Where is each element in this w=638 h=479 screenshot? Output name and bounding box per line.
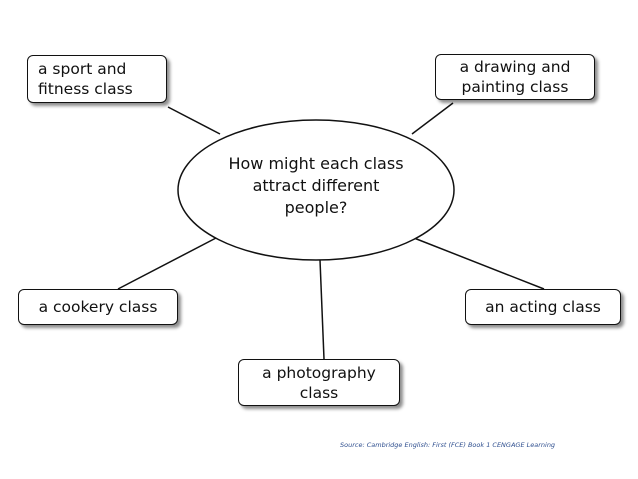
connector-cookery xyxy=(117,237,217,290)
connector-photography xyxy=(319,259,325,360)
connector-acting xyxy=(413,237,545,290)
connector-drawing xyxy=(411,102,454,135)
class-box-drawing: a drawing and painting class xyxy=(435,54,595,100)
class-box-sport: a sport and fitness class xyxy=(27,55,167,103)
connector-sport xyxy=(167,106,221,135)
class-box-acting: an acting class xyxy=(465,289,621,325)
class-box-photography: a photography class xyxy=(238,359,400,406)
source-citation: Source: Cambridge English: First (FCE) B… xyxy=(340,441,556,449)
class-box-cookery: a cookery class xyxy=(18,289,178,325)
center-ellipse xyxy=(177,119,455,261)
center-question: How might each class attract different p… xyxy=(228,154,404,217)
